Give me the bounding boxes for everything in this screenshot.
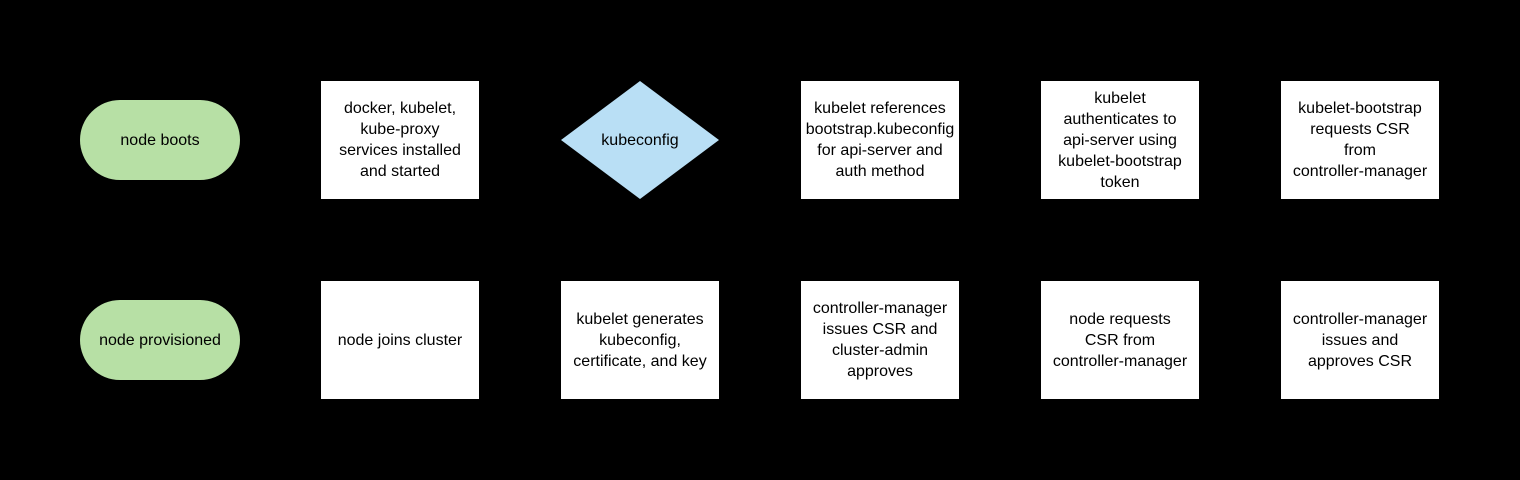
process-node-requests-csr: node requests CSR from controller-manage…: [1041, 281, 1199, 399]
process-services-installed: docker, kubelet, kube-proxy services ins…: [321, 81, 479, 199]
terminator-node-provisioned: node provisioned: [80, 300, 240, 380]
process-controller-manager-issues-approves-csr: controller-manager issues and approves C…: [1281, 281, 1439, 399]
terminator-node-boots: node boots: [80, 100, 240, 180]
node-label: node joins cluster: [337, 331, 463, 349]
node-label: docker, kubelet, kube-proxy services ins…: [339, 100, 461, 180]
process-controller-manager-issues-csr: controller-manager issues CSR and cluste…: [801, 281, 959, 399]
process-kubelet-references-bootstrap-kubeconfig: kubelet references bootstrap.kubeconfig …: [801, 81, 959, 199]
process-kubelet-authenticates: kubelet authenticates to api-server usin…: [1041, 81, 1199, 199]
process-node-joins-cluster: node joins cluster: [321, 281, 479, 399]
node-label: kubeconfig: [601, 131, 679, 149]
node-label: kubelet references bootstrap.kubeconfig …: [805, 100, 955, 180]
node-label: node provisioned: [99, 331, 221, 349]
node-label: kubelet authenticates to api-server usin…: [1058, 89, 1182, 191]
node-label: node requests CSR from controller-manage…: [1052, 310, 1188, 370]
node-label: node boots: [120, 131, 200, 149]
node-label: kubelet-bootstrap requests CSR from cont…: [1292, 100, 1428, 180]
process-kubelet-bootstrap-requests-csr: kubelet-bootstrap requests CSR from cont…: [1281, 81, 1439, 199]
process-kubelet-generates-kubeconfig: kubelet generates kubeconfig, certificat…: [561, 281, 719, 399]
node-label: kubelet generates kubeconfig, certificat…: [573, 310, 707, 370]
node-label: controller-manager issues and approves C…: [1292, 310, 1428, 370]
node-label: controller-manager issues CSR and cluste…: [812, 300, 948, 380]
decision-kubeconfig: kubeconfig: [561, 81, 719, 199]
